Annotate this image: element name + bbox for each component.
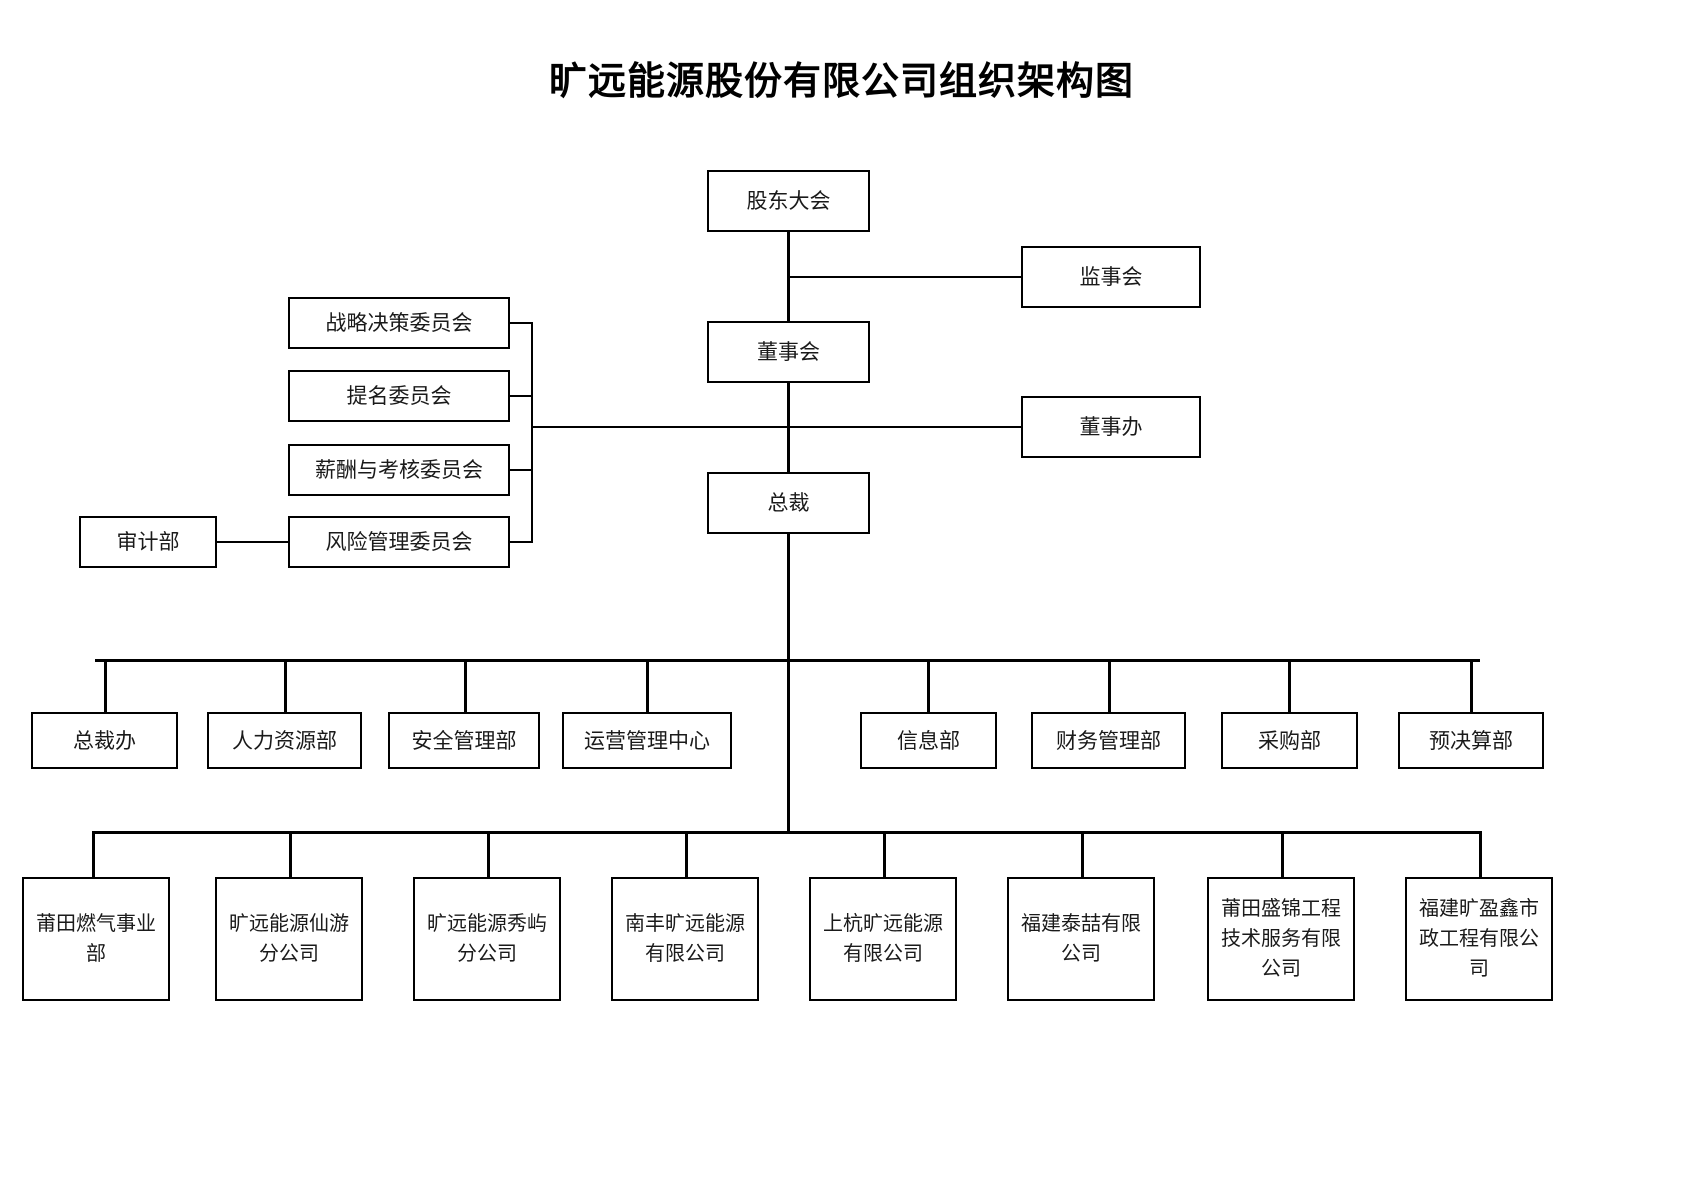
node-department-operation-management-center[interactable]: 运营管理中心 xyxy=(562,712,732,769)
connector-drop-sub-4 xyxy=(685,831,688,877)
node-subsidiary-xianyou-branch[interactable]: 旷远能源仙游分公司 xyxy=(215,877,363,1001)
node-department-president-office[interactable]: 总裁办 xyxy=(31,712,178,769)
connector-subsidiary-bus xyxy=(92,831,1482,834)
connector-drop-sub-5 xyxy=(883,831,886,877)
connector-committee-bus xyxy=(531,322,533,543)
node-label: 薪酬与考核委员会 xyxy=(315,458,483,482)
node-board-of-supervisors[interactable]: 监事会 xyxy=(1021,246,1201,308)
node-department-procurement[interactable]: 采购部 xyxy=(1221,712,1358,769)
connector-drop-dept-2 xyxy=(284,659,287,712)
connector-committee-stub-strategy xyxy=(510,322,533,324)
node-label: 财务管理部 xyxy=(1056,728,1161,753)
connector-committee-stub-nomination xyxy=(510,395,533,397)
node-board-of-directors[interactable]: 董事会 xyxy=(707,321,870,383)
connector-to-board-of-supervisors xyxy=(787,276,1023,278)
node-label: 上杭旷远能源有限公司 xyxy=(823,913,943,965)
node-label: 信息部 xyxy=(897,728,960,753)
connector-drop-sub-1 xyxy=(92,831,95,877)
node-label: 董事会 xyxy=(757,340,820,364)
node-label: 风险管理委员会 xyxy=(325,530,473,554)
node-department-budget-final-accounts[interactable]: 预决算部 xyxy=(1398,712,1544,769)
connector-drop-dept-4 xyxy=(646,659,649,712)
connector-spine-lower xyxy=(787,534,790,661)
node-committee-remuneration[interactable]: 薪酬与考核委员会 xyxy=(288,444,510,496)
connector-to-board-office xyxy=(532,426,1023,428)
node-label: 战略决策委员会 xyxy=(325,311,473,335)
connector-audit-to-risk xyxy=(217,541,289,543)
node-label: 福建泰喆有限公司 xyxy=(1021,913,1141,965)
node-shareholders-meeting[interactable]: 股东大会 xyxy=(707,170,870,232)
node-label: 总裁办 xyxy=(73,728,136,753)
connector-committee-stub-remuneration xyxy=(510,469,533,471)
node-president[interactable]: 总裁 xyxy=(707,472,870,534)
node-subsidiary-nanfeng[interactable]: 南丰旷远能源有限公司 xyxy=(611,877,759,1001)
connector-drop-dept-3 xyxy=(464,659,467,712)
connector-drop-sub-7 xyxy=(1281,831,1284,877)
connector-drop-sub-2 xyxy=(289,831,292,877)
connector-drop-sub-6 xyxy=(1081,831,1084,877)
node-label: 股东大会 xyxy=(746,189,831,213)
node-subsidiary-shanghang[interactable]: 上杭旷远能源有限公司 xyxy=(809,877,957,1001)
node-subsidiary-putian-shengjin[interactable]: 莆田盛锦工程技术服务有限公司 xyxy=(1207,877,1355,1001)
node-label: 旷远能源秀屿分公司 xyxy=(427,913,547,965)
connector-drop-sub-3 xyxy=(487,831,490,877)
node-subsidiary-xiuyu-branch[interactable]: 旷远能源秀屿分公司 xyxy=(413,877,561,1001)
node-label: 人力资源部 xyxy=(232,728,337,753)
node-label: 董事办 xyxy=(1079,415,1143,439)
node-board-office[interactable]: 董事办 xyxy=(1021,396,1201,458)
node-label: 莆田燃气事业部 xyxy=(36,913,156,965)
node-department-human-resources[interactable]: 人力资源部 xyxy=(207,712,362,769)
node-label: 南丰旷远能源有限公司 xyxy=(625,913,745,965)
node-label: 安全管理部 xyxy=(411,728,517,753)
node-label: 采购部 xyxy=(1258,728,1321,753)
node-committee-risk[interactable]: 风险管理委员会 xyxy=(288,516,510,568)
page-title: 旷远能源股份有限公司组织架构图 xyxy=(548,61,1134,103)
node-label: 总裁 xyxy=(767,491,810,515)
node-label: 福建旷盈鑫市政工程有限公司 xyxy=(1419,898,1539,980)
node-department-finance-management[interactable]: 财务管理部 xyxy=(1031,712,1186,769)
connector-drop-dept-7 xyxy=(1288,659,1291,712)
connector-drop-dept-1 xyxy=(104,659,107,712)
node-label: 预决算部 xyxy=(1429,728,1513,753)
node-committee-strategy[interactable]: 战略决策委员会 xyxy=(288,297,510,349)
node-department-information[interactable]: 信息部 xyxy=(860,712,997,769)
connector-drop-dept-6 xyxy=(1108,659,1111,712)
node-label: 旷远能源仙游分公司 xyxy=(229,913,349,965)
connector-drop-sub-8 xyxy=(1479,831,1482,877)
node-subsidiary-putian-gas[interactable]: 莆田燃气事业部 xyxy=(22,877,170,1001)
node-label: 监事会 xyxy=(1079,265,1143,289)
node-department-safety-management[interactable]: 安全管理部 xyxy=(388,712,540,769)
node-subsidiary-fujian-kuangyingxin[interactable]: 福建旷盈鑫市政工程有限公司 xyxy=(1405,877,1553,1001)
node-committee-nomination[interactable]: 提名委员会 xyxy=(288,370,510,422)
node-audit-department[interactable]: 审计部 xyxy=(79,516,217,568)
node-subsidiary-fujian-taizhe[interactable]: 福建泰喆有限公司 xyxy=(1007,877,1155,1001)
connector-committee-stub-risk xyxy=(510,541,533,543)
connector-drop-dept-8 xyxy=(1470,659,1473,712)
node-label: 莆田盛锦工程技术服务有限公司 xyxy=(1221,898,1341,980)
node-label: 提名委员会 xyxy=(346,384,452,408)
connector-drop-dept-5 xyxy=(927,659,930,712)
connector-spine-to-subsidiaries xyxy=(787,659,790,833)
node-label: 运营管理中心 xyxy=(584,728,710,753)
node-label: 审计部 xyxy=(116,530,180,554)
